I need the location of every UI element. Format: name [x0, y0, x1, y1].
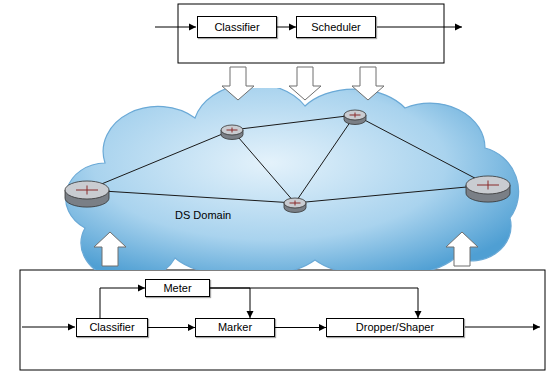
output-arrow [377, 27, 462, 28]
cloud-shape [55, 88, 525, 270]
conditioner-frame [20, 270, 545, 370]
box-label: Scheduler [311, 21, 361, 34]
box-label: Classifier [214, 21, 259, 34]
router-icon [284, 198, 306, 213]
input-arrow [22, 327, 75, 328]
output-arrow [465, 327, 540, 328]
box-label: Marker [218, 321, 252, 334]
network-cloud: DS Domain [55, 88, 525, 270]
scheduler-frame [178, 4, 444, 63]
flow-arrow [100, 288, 145, 318]
router-icon [65, 181, 109, 207]
process-box: Dropper/Shaper [326, 318, 464, 337]
router-icon [466, 176, 510, 202]
flow-arrow [210, 288, 250, 318]
flow-arrow [277, 27, 296, 28]
flow-arrow [148, 327, 195, 328]
process-box: Classifier [197, 16, 277, 38]
process-box: Scheduler [296, 16, 376, 38]
domain-label: DS Domain [175, 209, 231, 222]
input-arrow [155, 27, 196, 28]
flow-arrow [275, 327, 326, 328]
process-box: Meter [145, 279, 210, 297]
router-icon [344, 110, 366, 125]
box-label: Meter [163, 282, 191, 295]
process-box: Classifier [76, 318, 148, 337]
flow-arrow [210, 288, 418, 318]
box-label: Classifier [89, 321, 134, 334]
process-box: Marker [195, 318, 275, 337]
router-icon [221, 125, 243, 140]
box-label: Dropper/Shaper [356, 321, 434, 334]
